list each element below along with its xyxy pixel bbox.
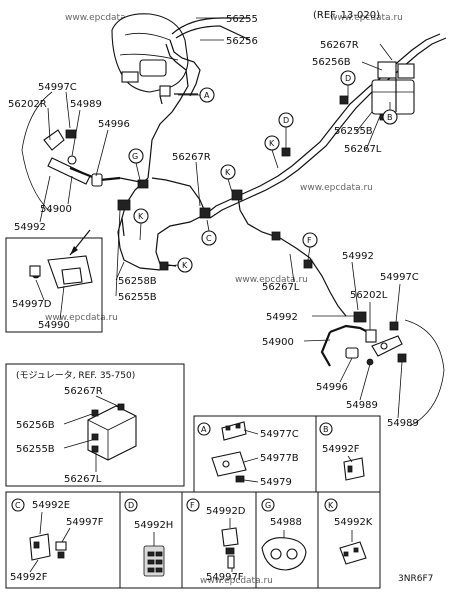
watermark: www.epcdata.ru xyxy=(45,313,118,323)
part-label: 56255B xyxy=(334,126,373,137)
svg-text:K: K xyxy=(269,139,275,148)
label-leaders xyxy=(35,17,403,419)
leader xyxy=(63,439,93,449)
part-label: 56267R xyxy=(320,40,359,51)
part-label: 54997C xyxy=(380,272,419,283)
part-label: 56256 xyxy=(226,36,258,47)
detail-box-C: C 54992E 54997F 54992F xyxy=(10,498,104,583)
part-label: 54989 xyxy=(70,99,102,110)
detail-grid-lines xyxy=(5,415,381,589)
leader xyxy=(95,395,119,407)
svg-text:G: G xyxy=(132,152,138,161)
part-label: 54992H xyxy=(134,520,173,531)
part-label: 54992D xyxy=(206,506,246,517)
inset-box-bracket xyxy=(5,237,103,333)
part-label: 54997C xyxy=(38,82,77,93)
detail-box-F: F 54992D 54997F xyxy=(186,498,246,583)
part-label: 54989 xyxy=(387,418,419,429)
left-brake-hose-assembly xyxy=(21,91,141,213)
brake-booster xyxy=(111,13,189,105)
watermark: www.epcdata.ru xyxy=(200,576,273,586)
watermark: www.epcdata.ru xyxy=(235,275,308,285)
hydraulic-unit-top xyxy=(371,61,415,121)
watermark: www.epcdata.ru xyxy=(300,183,373,193)
part-label: 54989 xyxy=(346,400,378,411)
detail-box-G: G 54988 xyxy=(261,498,307,571)
part-label: 56267L xyxy=(262,282,300,293)
part-label: 56267R xyxy=(64,386,103,397)
svg-text:D: D xyxy=(283,116,289,125)
part-label: 54977B xyxy=(260,453,299,464)
part-label: 56267R xyxy=(172,152,211,163)
detail-box-B: B 54992F xyxy=(319,422,365,481)
detail-box-K: K 54992K xyxy=(324,498,373,565)
part-label: 54992K xyxy=(334,517,373,528)
svg-text:K: K xyxy=(138,212,144,221)
part-label: 56267L xyxy=(344,144,382,155)
svg-text:B: B xyxy=(387,113,393,122)
part-label: 56256B xyxy=(312,57,351,68)
svg-text:K: K xyxy=(225,168,231,177)
leader xyxy=(63,413,93,425)
ref-label: (REF. 13-020) xyxy=(313,10,380,21)
modulator-unit xyxy=(87,403,137,461)
part-label: 56255B xyxy=(118,292,157,303)
svg-text:F: F xyxy=(307,236,312,245)
svg-text:D: D xyxy=(128,501,134,510)
part-label: 56255B xyxy=(16,444,55,455)
part-label: 54996 xyxy=(98,119,130,130)
line-clips xyxy=(117,95,367,323)
callout-markers: A B C D D F G K K K K xyxy=(128,70,398,273)
diagram-code: 3NR6F7 xyxy=(398,574,433,584)
modulator-ref-label: (モジュレータ, REF. 35-750) xyxy=(16,370,135,381)
svg-text:A: A xyxy=(204,91,210,100)
svg-text:A: A xyxy=(201,425,207,434)
part-label: 54992F xyxy=(10,572,48,583)
part-label: 54992E xyxy=(32,500,70,511)
svg-text:C: C xyxy=(206,234,212,243)
part-label: 54990 xyxy=(38,320,70,331)
part-label: 56202R xyxy=(8,99,47,110)
svg-text:K: K xyxy=(182,261,188,270)
part-label: 54988 xyxy=(270,517,302,528)
part-label: 56256B xyxy=(16,420,55,431)
part-label: 54900 xyxy=(40,204,72,215)
part-label: 54900 xyxy=(262,337,294,348)
arrow-head xyxy=(70,246,78,255)
modulator-inset-box xyxy=(5,363,185,487)
right-brake-hose-assembly xyxy=(320,319,445,427)
part-label: 56258B xyxy=(118,276,157,287)
part-label: 54977C xyxy=(260,429,299,440)
part-label: 54992F xyxy=(322,444,360,455)
part-label: 54997F xyxy=(206,572,244,583)
part-label: 54997D xyxy=(12,299,52,310)
part-label: 54992 xyxy=(14,222,46,233)
part-label: 54992 xyxy=(342,251,374,262)
svg-text:B: B xyxy=(323,425,329,434)
part-label: 56255 xyxy=(226,14,258,25)
main-part-labels: 56255 56256 (REF. 13-020) 56267R 56256B … xyxy=(8,10,419,429)
detail-box-A: A 54977C 54977B 54979 xyxy=(197,421,299,488)
part-label: 56267L xyxy=(64,474,102,485)
svg-text:C: C xyxy=(15,501,21,510)
part-label: 54996 xyxy=(316,382,348,393)
bracket-part xyxy=(29,255,93,289)
watermark: www.epcdata.ru xyxy=(330,13,403,23)
svg-text:G: G xyxy=(265,501,271,510)
svg-text:F: F xyxy=(190,501,195,510)
part-label: 56202L xyxy=(350,290,388,301)
watermark: www.epcdata.ru xyxy=(65,13,138,23)
part-label: 54997F xyxy=(66,517,104,528)
part-label: 54992 xyxy=(266,312,298,323)
callout-leaders xyxy=(135,85,391,267)
detail-box-D: D 54992H xyxy=(124,498,173,577)
part-label: 54979 xyxy=(260,477,292,488)
svg-text:K: K xyxy=(328,501,334,510)
svg-text:D: D xyxy=(345,74,351,83)
